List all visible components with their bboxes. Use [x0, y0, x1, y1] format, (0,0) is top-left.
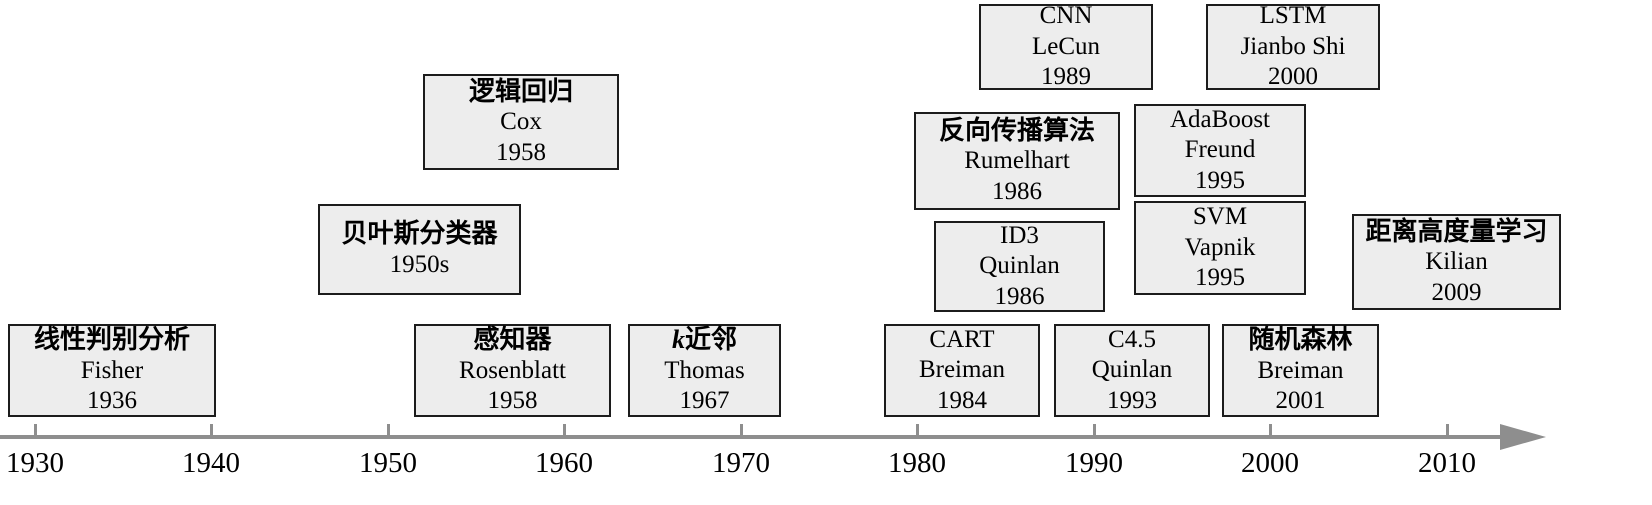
axis-year-label: 1980 [888, 447, 946, 479]
timeline-box-random-forest: 随机森林 Breiman 2001 [1222, 324, 1379, 417]
axis-year-label: 1990 [1065, 447, 1123, 479]
box-title: AdaBoost [1170, 105, 1270, 133]
box-year: 1986 [994, 282, 1045, 310]
timeline-box-perceptron: 感知器 Rosenblatt 1958 [414, 324, 611, 417]
box-year: 1989 [1041, 63, 1091, 91]
axis-tick-2010 [1446, 424, 1449, 435]
timeline-box-knn: k近邻 Thomas 1967 [628, 324, 781, 417]
box-title: ID3 [1000, 221, 1039, 249]
box-author: Quinlan [1091, 356, 1173, 384]
box-author: Fisher [80, 356, 144, 384]
box-title: 逻辑回归 [468, 76, 573, 106]
timeline-axis-arrowhead [1500, 424, 1546, 450]
axis-tick-1990 [1093, 424, 1096, 435]
axis-tick-1950 [387, 424, 390, 435]
box-year: 2009 [1431, 278, 1482, 306]
box-title: k近邻 [671, 325, 737, 355]
box-author: Breiman [918, 356, 1006, 384]
timeline-axis [0, 435, 1505, 439]
box-author: Kilian [1425, 248, 1488, 276]
box-year: 1995 [1195, 166, 1245, 194]
axis-tick-1970 [740, 424, 743, 435]
axis-tick-2000 [1269, 424, 1272, 435]
timeline-box-linear-discriminant-analysis: 线性判别分析 Fisher 1936 [8, 324, 216, 417]
box-author: Rumelhart [964, 147, 1070, 175]
axis-tick-1930 [34, 424, 37, 435]
box-year: 1958 [496, 138, 546, 166]
box-year: 1958 [487, 387, 538, 415]
axis-year-label: 1940 [182, 447, 240, 479]
axis-year-label: 2010 [1418, 447, 1476, 479]
box-year: 1986 [992, 177, 1042, 205]
box-author: Thomas [664, 356, 745, 384]
box-author: Rosenblatt [459, 356, 566, 384]
box-title: 线性判别分析 [33, 325, 190, 355]
box-year: 1993 [1107, 386, 1157, 414]
box-title: 随机森林 [1248, 325, 1353, 355]
box-author: Jianbo Shi [1240, 32, 1346, 60]
axis-tick-1980 [916, 424, 919, 435]
box-title: LSTM [1259, 2, 1327, 30]
box-year: 2001 [1275, 387, 1326, 415]
timeline-box-id3: ID3 Quinlan 1986 [934, 221, 1105, 312]
box-author: LeCun [1031, 32, 1101, 60]
timeline-box-bayes-classifier: 贝叶斯分类器 1950s [318, 204, 521, 295]
box-author: Freund [1184, 136, 1256, 164]
timeline-box-logistic-regression: 逻辑回归 Cox 1958 [423, 74, 619, 170]
box-title: C4.5 [1108, 325, 1156, 353]
timeline-box-distance-metric-learning: 距离高度量学习 Kilian 2009 [1352, 214, 1561, 310]
box-year: 1984 [937, 386, 987, 414]
axis-tick-1940 [210, 424, 213, 435]
box-title: 感知器 [473, 325, 552, 355]
box-title: 贝叶斯分类器 [341, 219, 498, 249]
box-year: 1936 [87, 387, 137, 415]
box-year: 2000 [1268, 63, 1318, 91]
timeline-box-c45: C4.5 Quinlan 1993 [1054, 324, 1210, 417]
box-title: 距离高度量学习 [1365, 216, 1548, 246]
box-author: Quinlan [979, 252, 1060, 280]
box-author: Vapnik [1184, 233, 1256, 261]
box-author: Cox [500, 108, 542, 136]
timeline-box-adaboost: AdaBoost Freund 1995 [1134, 104, 1306, 197]
timeline-box-backpropagation: 反向传播算法 Rumelhart 1986 [914, 112, 1120, 210]
timeline-box-lstm: LSTM Jianbo Shi 2000 [1206, 2, 1380, 91]
axis-year-label: 1970 [712, 447, 770, 479]
axis-year-label: 1950 [359, 447, 417, 479]
box-year: 1950s [389, 251, 450, 279]
box-title: CNN [1039, 2, 1093, 30]
box-author: Breiman [1257, 356, 1344, 384]
box-year: 1995 [1195, 264, 1245, 292]
box-title: 反向传播算法 [938, 115, 1095, 145]
box-title: SVM [1192, 203, 1248, 231]
axis-tick-1960 [563, 424, 566, 435]
box-year: 1967 [679, 387, 730, 415]
timeline-box-cart: CART Breiman 1984 [884, 324, 1040, 417]
axis-year-label: 1930 [6, 447, 64, 479]
box-title: CART [929, 325, 995, 353]
axis-year-label: 1960 [535, 447, 593, 479]
timeline-box-svm: SVM Vapnik 1995 [1134, 201, 1306, 295]
timeline-box-cnn: CNN LeCun 1989 [979, 2, 1153, 91]
axis-year-label: 2000 [1241, 447, 1299, 479]
